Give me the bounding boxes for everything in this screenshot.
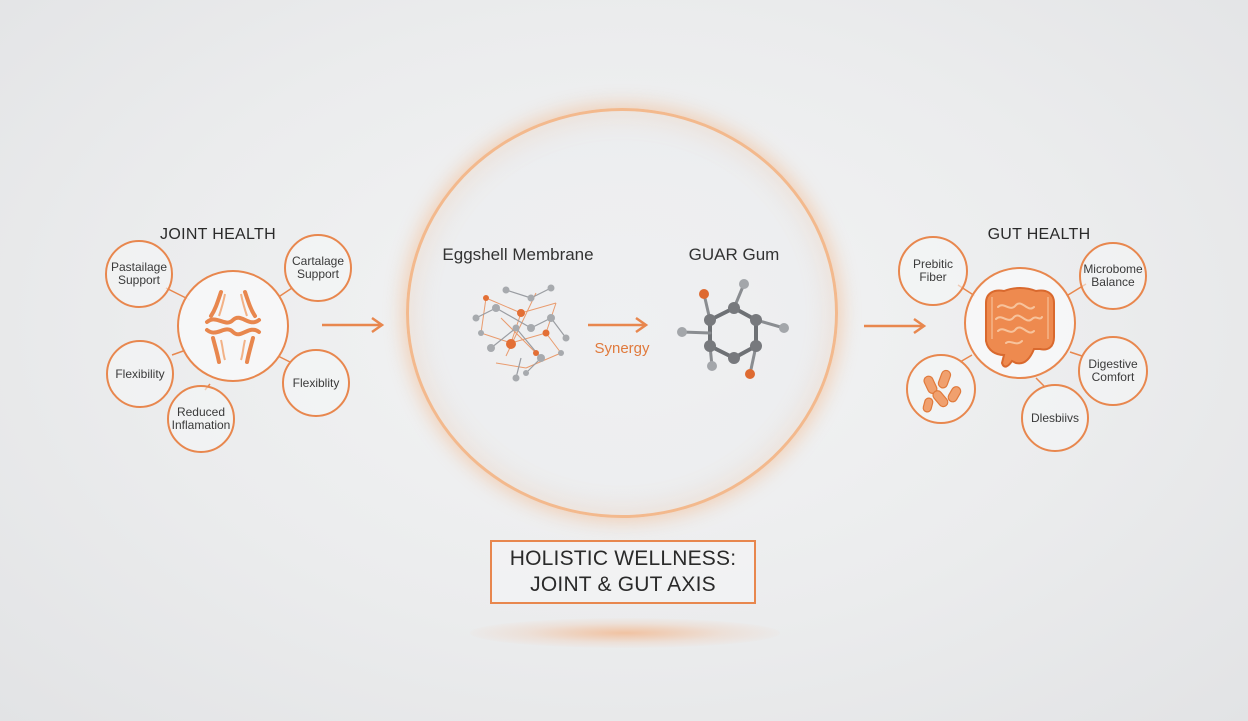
node-label: Reduced Inflamation	[171, 405, 231, 432]
node-label: Cartalage Support	[291, 254, 345, 281]
node-label: Microbome Balance	[1083, 262, 1143, 289]
node-label: Pastailage Support	[110, 260, 168, 287]
eggshell-membrane-label: Eggshell Membrane	[442, 245, 594, 264]
gut-node-microbome-balance: Microbome Balance	[1079, 242, 1147, 310]
node-label: Dlesbiivs	[1030, 410, 1079, 425]
intestine-icon	[985, 287, 1055, 368]
node-label: Digestive Comfort	[1088, 357, 1138, 384]
gut-node-digestive-comfort: Digestive Comfort	[1078, 336, 1148, 406]
joint-health-heading: JOINT HEALTH	[160, 226, 276, 243]
bacteria-icon	[922, 369, 962, 413]
arrow-right-icon	[588, 316, 649, 334]
gut-health-heading: GUT HEALTH	[987, 226, 1091, 243]
node-label: Prebitic Fiber	[912, 257, 953, 284]
joint-node-pastailage-support: Pastailage Support	[105, 240, 173, 308]
arrow-right-icon	[322, 316, 385, 334]
joint-hub	[177, 270, 289, 382]
title-line-1: HOLISTIC WELLNESS:	[509, 547, 737, 570]
guar-gum-molecule-icon	[677, 279, 789, 379]
guar-gum-label: GUAR Gum	[688, 245, 780, 264]
arrow-right-icon	[864, 317, 927, 335]
floor-glow	[470, 618, 780, 648]
node-label: Flexibility	[115, 366, 165, 381]
gut-node-prebitic-fiber: Prebitic Fiber	[898, 236, 968, 306]
gut-node-bacteria	[906, 354, 976, 424]
joint-node-flexibility-right: Flexiblity	[282, 349, 350, 417]
knee-joint-icon	[205, 290, 261, 364]
joint-node-cartalage-support: Cartalage Support	[284, 234, 352, 302]
title-line-2: JOINT & GUT AXIS	[530, 573, 716, 596]
node-label: Flexiblity	[292, 375, 340, 390]
joint-node-flexibility-left: Flexibility	[106, 340, 174, 408]
synergy-label: Synergy	[594, 340, 650, 357]
synergy-ring	[406, 108, 838, 518]
joint-node-reduced-inflamation: Reduced Inflamation	[167, 385, 235, 453]
gut-node-dlesbiivs: Dlesbiivs	[1021, 384, 1089, 452]
title-box: HOLISTIC WELLNESS: JOINT & GUT AXIS	[490, 540, 756, 604]
protein-network-molecule-icon	[472, 284, 570, 382]
